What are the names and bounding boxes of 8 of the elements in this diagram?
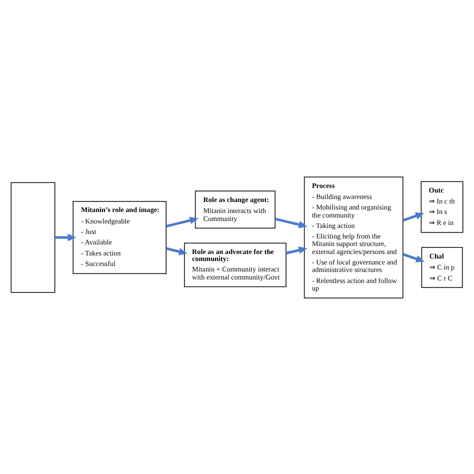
arrow [54,233,76,241]
arrow [166,216,198,227]
arrow [402,212,424,222]
arrow [166,246,188,255]
node-box [10,182,56,292]
arrow [274,217,308,228]
arrow [402,252,425,262]
arrow [286,246,308,254]
